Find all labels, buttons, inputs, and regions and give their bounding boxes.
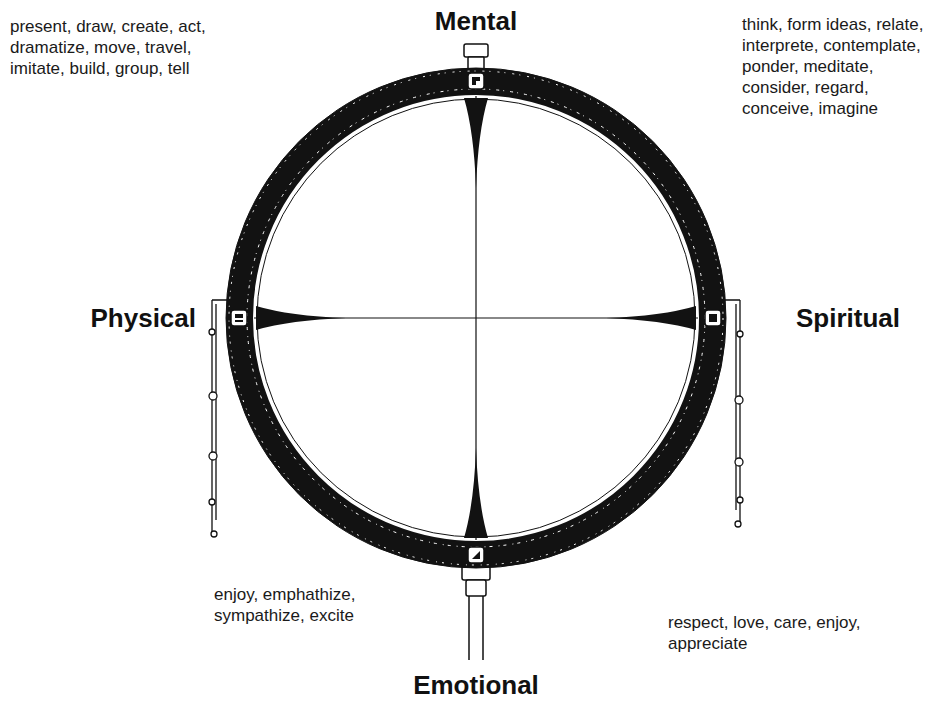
quadrant-heading: Emotional (356, 670, 596, 700)
mark-symbol (472, 551, 480, 559)
handle-knot (466, 580, 486, 596)
rim-texture (247, 89, 705, 547)
drum-clamp (464, 44, 488, 69)
quadrant-heading: Spiritual (796, 303, 924, 333)
activity-list: present, draw, create, act, dramatize, m… (10, 16, 215, 79)
rim-mark (468, 73, 484, 89)
handle-strings (469, 596, 483, 660)
tassel-bead (737, 497, 743, 503)
tassel-bead (737, 331, 743, 337)
rim-texture (229, 71, 723, 565)
rim-mark (231, 310, 247, 326)
clamp-neck (468, 57, 484, 69)
mark-symbol (235, 314, 243, 322)
tassel-bead (211, 531, 217, 537)
tassel-bead (735, 396, 743, 404)
activity-list: enjoy, emphathize, sympathize, excite (214, 584, 404, 626)
left-tassel (209, 300, 228, 537)
activity-list: think, form ideas, relate, interprete, c… (742, 14, 925, 119)
wedge (606, 306, 696, 330)
drum-skin (252, 94, 700, 542)
tassel-bead (209, 392, 217, 400)
tassel-bead (209, 452, 217, 460)
cross-lines (254, 96, 698, 540)
right-tassel (724, 300, 743, 527)
wedge (256, 306, 346, 330)
drum-rim (226, 68, 726, 568)
quadrant-heading: Mental (356, 6, 596, 36)
rim-marks (231, 73, 721, 563)
mark-symbol (709, 314, 717, 322)
wedge (464, 98, 488, 188)
tassel-bead (735, 521, 741, 527)
drum-handle (462, 566, 490, 660)
wedge (464, 448, 488, 538)
tassel-bead (735, 458, 743, 466)
tassel-bead (209, 499, 215, 505)
tassel-bead (209, 329, 215, 335)
mark-symbol (472, 77, 480, 85)
clamp-top (464, 44, 488, 57)
rim-mark (468, 547, 484, 563)
rim-mark-symbols (235, 77, 717, 559)
tassel-string (212, 300, 228, 532)
wedges (256, 98, 696, 538)
activity-list: respect, love, care, enjoy, appreciate (668, 612, 868, 654)
quadrant-heading: Physical (30, 303, 196, 333)
rim-mark (705, 310, 721, 326)
